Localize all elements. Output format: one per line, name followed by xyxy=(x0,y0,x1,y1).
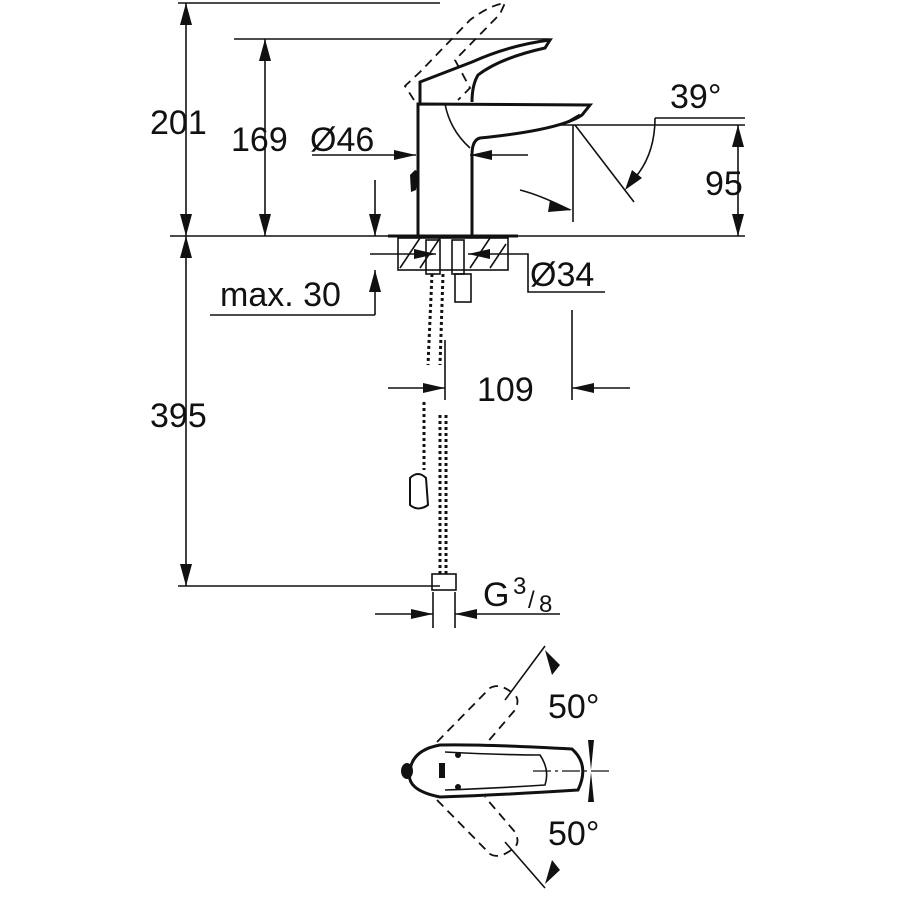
thread-denominator: 8 xyxy=(539,591,552,618)
thread-label: G xyxy=(483,576,509,614)
body-diameter-label: Ø46 xyxy=(310,121,374,159)
hose-length-label: 395 xyxy=(150,397,207,435)
dimension-lines xyxy=(170,2,745,628)
thread-numerator: 3 xyxy=(513,573,526,600)
max-thickness-label: max. 30 xyxy=(220,276,341,314)
spout-reach-label: 109 xyxy=(477,371,534,409)
swing-bottom-label: 50° xyxy=(548,815,599,853)
spout-angle-label: 39° xyxy=(670,78,721,116)
total-height-label: 201 xyxy=(150,104,207,142)
hole-diameter-label: Ø34 xyxy=(530,256,594,294)
faucet-top-view xyxy=(401,645,610,889)
handle-height-label: 169 xyxy=(231,121,288,159)
faucet-side-view xyxy=(388,1,594,591)
spout-height-label: 95 xyxy=(705,165,743,203)
swing-top-label: 50° xyxy=(548,688,599,726)
thread-slash: / xyxy=(528,587,535,614)
